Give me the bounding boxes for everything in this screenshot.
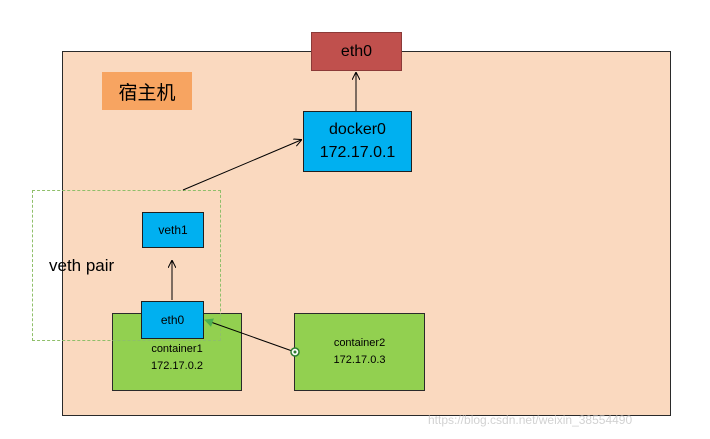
host-eth0-label: eth0 [340,42,373,60]
edge-container2-to-eth0 [204,318,296,353]
docker0-ip: 172.17.0.1 [319,143,396,161]
docker0-name: docker0 [329,121,386,139]
host-eth0-node: eth0 [311,32,402,71]
veth-pair-label: veth pair [49,256,115,275]
container-eth0-label: eth0 [160,313,185,327]
container-eth0-node: eth0 [141,301,204,339]
watermark-text: https://blog.csdn.net/weixin_38554490 [428,413,633,427]
veth-pair-group [32,190,221,341]
veth1-node: veth1 [142,212,204,248]
docker0-bridge-node: docker0 172.17.0.1 [303,111,412,172]
host-machine-label: 宿主机 [102,72,192,110]
edge-veth1-to-docker0 [182,140,301,191]
container2-ip: 172.17.0.3 [333,354,386,366]
veth1-label: veth1 [158,223,188,237]
container1-name: container1 [151,342,203,355]
container1-ip: 172.17.0.2 [151,360,203,372]
connector-dot-center [293,350,297,354]
container2-name: container2 [333,336,386,349]
host-machine-label-text: 宿主机 [118,81,176,104]
container2-node: container2 172.17.0.3 [294,313,425,391]
